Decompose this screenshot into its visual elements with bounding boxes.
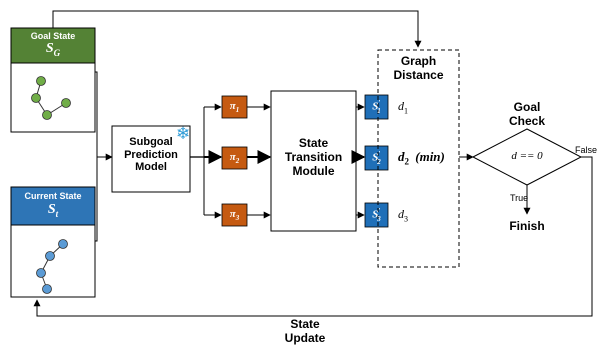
goal-graph-node <box>36 76 46 86</box>
subgoal-prediction-model-box <box>111 125 191 193</box>
policy-label-3: π3 <box>229 208 240 223</box>
current-graph-node <box>45 251 55 261</box>
goal-state-title: Goal State <box>30 31 76 41</box>
current-graph-node <box>42 284 52 294</box>
state-update-loop <box>33 156 593 317</box>
policy-label-1: π1 <box>229 100 240 115</box>
distance-label-3: d3 <box>398 207 408 224</box>
current-graph-node <box>36 268 46 278</box>
goal-check-condition: d == 0 <box>511 150 543 162</box>
next-state-label-1: S′1 <box>372 99 381 115</box>
policy-label-2: π2 <box>229 151 240 166</box>
next-state-box-1 <box>364 94 389 120</box>
current-state-title: Current State <box>24 191 82 201</box>
transition-module-label: State Transition Module <box>284 136 343 178</box>
goal-graph-node <box>31 93 41 103</box>
distance-label-2: d2 (min) <box>398 149 445 167</box>
goal-to-model-connector <box>95 71 98 157</box>
next-state-box-2 <box>364 145 389 171</box>
next-state-box-3 <box>364 202 389 228</box>
goal-state-graph-icon <box>31 76 71 120</box>
goal-graph-node <box>42 110 52 120</box>
next-state-label-3: S′3 <box>372 207 381 223</box>
snowflake-icon: ❄ <box>176 124 191 143</box>
goal-feedback-line <box>52 10 422 48</box>
true-label: True <box>510 193 529 203</box>
state-update-label: State Update <box>284 317 326 345</box>
current-state-header <box>10 186 96 226</box>
goal-state-header <box>10 27 96 64</box>
graph-distance-label: Graph Distance <box>393 54 444 82</box>
state-transition-module-box <box>270 90 357 232</box>
goal-check-label: Goal Check <box>508 100 546 128</box>
distance-label-1: d1 <box>398 99 408 116</box>
next-state-label-2: S′2 <box>372 150 381 166</box>
goal-state-symbol: SG <box>45 41 61 58</box>
current-to-model-connector <box>95 157 98 242</box>
current-state-symbol: St <box>47 202 59 219</box>
current-state-graph-icon <box>36 239 68 294</box>
goal-graph-node <box>61 98 71 108</box>
finish-label: Finish <box>509 219 545 233</box>
current-graph-node <box>58 239 68 249</box>
graph-distance-box <box>377 49 460 268</box>
false-label: False <box>575 145 598 155</box>
subgoal-model-label: Subgoal Prediction Model <box>124 136 178 174</box>
